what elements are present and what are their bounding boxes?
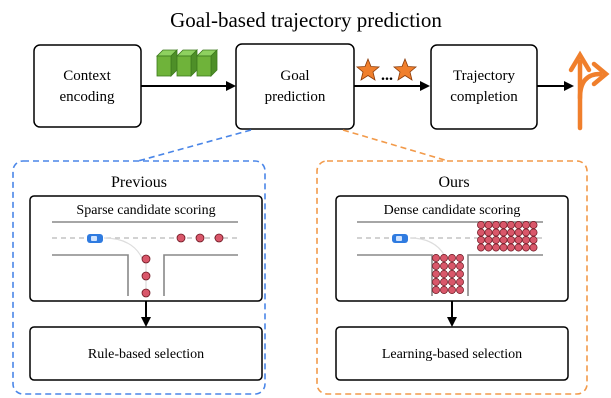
context-encoding-label-2: encoding (60, 89, 115, 105)
candidate-dot (522, 236, 530, 244)
ellipsis-text: ... (381, 67, 393, 84)
star-icon (355, 57, 418, 81)
candidate-dot (492, 228, 500, 237)
candidate-dot (456, 262, 464, 270)
vehicle-icon (392, 234, 408, 243)
goal-prediction-label-1: Goal (280, 68, 309, 84)
candidate-dot (477, 243, 485, 252)
candidate-dot (440, 270, 448, 278)
candidate-dot (440, 286, 448, 294)
goal-prediction-label-2: prediction (265, 89, 326, 105)
candidate-dot (432, 286, 440, 294)
candidate-dot (499, 243, 508, 252)
previous-connector-line (137, 129, 252, 162)
candidate-dot (507, 236, 515, 244)
sparse-scene-box: Sparse candidate scoring (29, 195, 263, 302)
trajectory-completion-label-1: Trajectory (453, 68, 515, 84)
candidate-dot (456, 278, 464, 286)
candidate-dot (499, 228, 508, 237)
candidate-dot (529, 243, 538, 252)
candidate-dot (514, 243, 523, 252)
candidate-dot (440, 278, 448, 286)
candidate-dot (522, 228, 530, 237)
candidate-dot (440, 254, 448, 262)
candidate-dot (499, 236, 508, 244)
candidate-dot (529, 236, 538, 244)
context-encoding-label-1: Context (63, 68, 111, 84)
candidate-dot (432, 270, 440, 278)
dense-candidate-grid-branch (432, 254, 464, 294)
feature-cube-icon (156, 49, 218, 77)
candidate-dot (477, 236, 485, 244)
vehicle-icon (87, 234, 103, 243)
candidate-dot (448, 286, 456, 294)
sparse-scene-label: Sparse candidate scoring (76, 203, 215, 218)
candidate-dot (477, 228, 485, 237)
candidate-dot (484, 228, 493, 237)
candidate-dot (484, 221, 493, 229)
candidate-dot (432, 262, 440, 270)
dense-scene-label: Dense candidate scoring (384, 203, 521, 218)
goal-prediction-box: Goal prediction (235, 43, 355, 130)
trajectory-completion-label-2: completion (450, 89, 518, 105)
candidate-dot (432, 254, 440, 262)
trajectory-completion-box: Trajectory completion (430, 44, 538, 130)
candidate-dot (492, 221, 500, 229)
candidate-dot (448, 278, 456, 286)
dense-candidate-grid-lane (477, 221, 538, 252)
candidate-dot (507, 243, 515, 252)
previous-panel: Previous Sparse candidate scoring (12, 160, 266, 395)
candidate-dot (448, 262, 456, 270)
candidate-dot (507, 221, 515, 229)
sparse-candidate-dots (141, 233, 224, 298)
learning-based-selection-label: Learning-based selection (382, 347, 522, 362)
rule-based-selection-label: Rule-based selection (88, 347, 204, 362)
previous-heading: Previous (111, 174, 167, 191)
candidate-dot (456, 254, 464, 262)
candidate-dot (529, 228, 538, 237)
candidate-dot (507, 228, 515, 237)
candidate-dot (440, 262, 448, 270)
candidate-dot (529, 221, 538, 229)
candidate-dot (448, 270, 456, 278)
candidate-dot (484, 243, 493, 252)
dense-scene-box: Dense candidate scoring (335, 195, 569, 302)
candidate-dot (522, 221, 530, 229)
candidate-dot (456, 286, 464, 294)
context-encoding-box: Context encoding (33, 44, 142, 128)
candidate-dot (514, 236, 523, 244)
candidate-dot (492, 243, 500, 252)
ours-heading: Ours (438, 174, 469, 191)
candidate-dot (499, 221, 508, 229)
candidate-dot (514, 228, 523, 237)
learning-based-selection-box: Learning-based selection (335, 326, 569, 381)
candidate-dot (448, 254, 456, 262)
candidate-dot (522, 243, 530, 252)
rule-based-selection-box: Rule-based selection (29, 326, 263, 381)
ours-panel: Ours Dense candidate scoring Learning-ba… (316, 160, 588, 395)
diagram-title: Goal-based trajectory prediction (170, 8, 442, 32)
ours-connector-line (342, 129, 449, 162)
fork-arrow-icon (568, 50, 610, 131)
candidate-dot (477, 221, 485, 229)
candidate-dot (432, 278, 440, 286)
candidate-dot (514, 221, 523, 229)
candidate-dot (492, 236, 500, 244)
candidate-dot (456, 270, 464, 278)
candidate-dot (484, 236, 493, 244)
